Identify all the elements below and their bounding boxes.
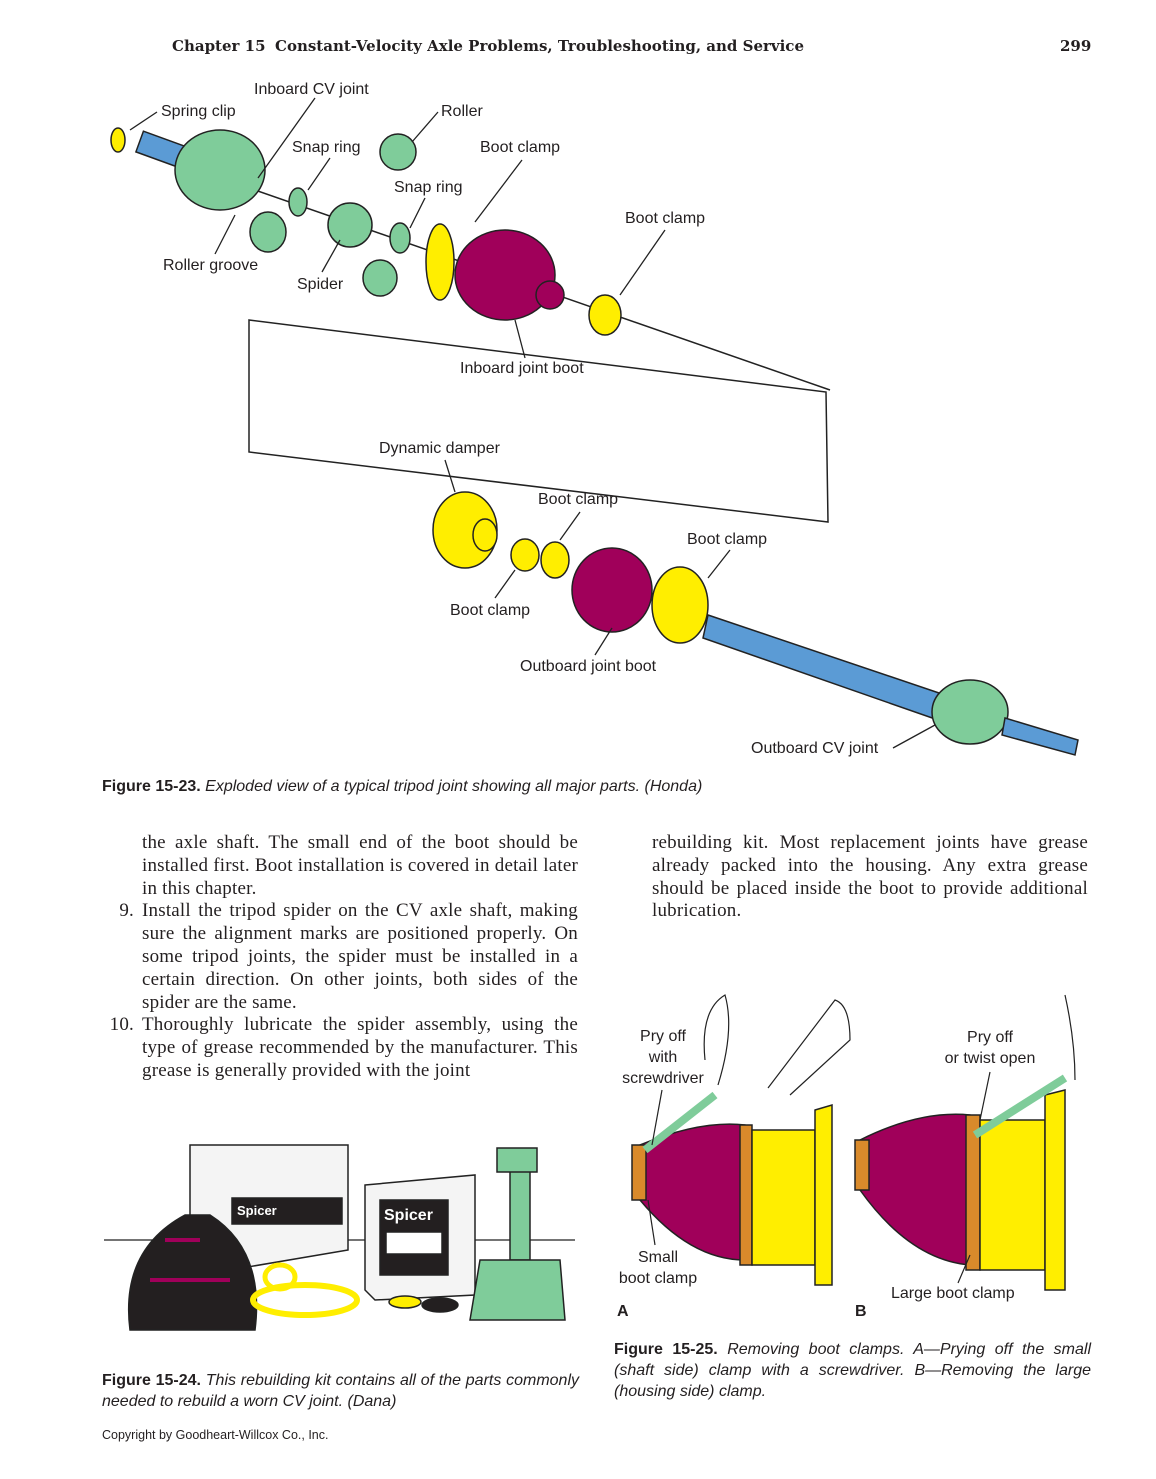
label-line: Small xyxy=(637,1249,678,1266)
large-boot-clamp xyxy=(965,1114,981,1271)
boot-b xyxy=(859,1113,971,1266)
step-text: Install the tripod spider on the CV axle… xyxy=(142,900,578,1013)
inboard-joint-boot xyxy=(454,229,556,321)
step-number: 9. xyxy=(119,900,134,922)
label-snap-ring: Snap ring xyxy=(394,179,463,196)
roller-3 xyxy=(362,259,398,297)
outboard-cv-joint xyxy=(931,679,1009,745)
figure-15-23-caption: Figure 15-23. Exploded view of a typical… xyxy=(102,776,1002,797)
chapter-number: Chapter 15 xyxy=(172,37,266,55)
label-small-boot-clamp: Small boot clamp xyxy=(608,1247,708,1289)
label-dynamic-damper: Dynamic damper xyxy=(379,440,500,457)
snap-ring xyxy=(421,1297,459,1313)
label-line: boot clamp xyxy=(618,1270,698,1287)
roller-1 xyxy=(249,211,287,253)
label-spider: Spider xyxy=(297,276,344,293)
panel-label-a: A xyxy=(617,1303,629,1320)
step-9: 9. Install the tripod spider on the CV a… xyxy=(119,900,578,1014)
spicer-logo: Spicer xyxy=(237,1203,277,1218)
boot-a xyxy=(639,1123,746,1261)
kit-box-small xyxy=(364,1174,476,1301)
outer-cv-joint xyxy=(469,1259,566,1321)
boot-clamp-3 xyxy=(510,538,540,572)
label-line: screwdriver xyxy=(622,1070,704,1087)
boot-clamp-1 xyxy=(425,223,455,301)
label-pry-off-or-twist-open: Pry off or twist open xyxy=(935,1027,1045,1069)
chapter-title: Constant-Velocity Axle Problems, Trouble… xyxy=(275,37,804,55)
cv-boot xyxy=(127,1214,258,1331)
body-right-column: rebuilding kit. Most replacement joints … xyxy=(652,832,1088,923)
caption-text: Exploded view of a typical tripod joint … xyxy=(205,778,703,795)
boot-clamp-4 xyxy=(540,541,570,579)
boot-clamp-large xyxy=(250,1282,360,1318)
page-number: 299 xyxy=(1060,37,1092,55)
label-boot-clamp: Boot clamp xyxy=(687,531,768,548)
plane-outline xyxy=(248,319,829,523)
boot-clamp-5 xyxy=(651,566,709,644)
caption-label: Figure 15-25. xyxy=(614,1341,718,1358)
step-text: Thoroughly lubricate the spider assembly… xyxy=(142,1014,578,1081)
label-roller: Roller xyxy=(441,103,483,120)
label-line: Pry off xyxy=(967,1029,1013,1046)
label-boot-clamp: Boot clamp xyxy=(480,139,561,156)
label-roller-groove: Roller groove xyxy=(163,257,259,274)
paragraph: rebuilding kit. Most replacement joints … xyxy=(652,832,1088,922)
caption-text: Removing boot clamps. A—Prying off the s… xyxy=(614,1341,1092,1400)
washer xyxy=(388,1295,422,1309)
axle-nut xyxy=(496,1147,538,1173)
spider xyxy=(327,202,373,248)
small-boot-clamp xyxy=(631,1144,647,1201)
outboard-joint-boot xyxy=(571,547,653,633)
axle-shaft xyxy=(702,614,946,721)
figure-15-24-caption: Figure 15-24. This rebuilding kit contai… xyxy=(102,1370,579,1412)
step-number: 10. xyxy=(109,1014,134,1036)
label-boot-clamp: Boot clamp xyxy=(450,602,531,619)
label-outboard-joint-boot: Outboard joint boot xyxy=(520,658,657,675)
label-line: or twist open xyxy=(944,1050,1036,1067)
label-inboard-cv-joint: Inboard CV joint xyxy=(254,81,369,98)
label-snap-ring: Snap ring xyxy=(292,139,361,156)
label-line: Pry off xyxy=(640,1028,686,1045)
label-large-boot-clamp: Large boot clamp xyxy=(891,1285,1015,1302)
paragraph: the axle shaft. The small end of the boo… xyxy=(142,832,578,899)
label-spring-clip: Spring clip xyxy=(161,103,236,120)
screwdriver xyxy=(642,1091,718,1154)
body-left-column: the axle shaft. The small end of the boo… xyxy=(110,832,578,1083)
spring-clip xyxy=(110,127,126,153)
inboard-cv-joint xyxy=(174,129,266,211)
hand-a-fingers xyxy=(767,999,851,1096)
label-boot-clamp: Boot clamp xyxy=(625,210,706,227)
pry-tool xyxy=(972,1074,1068,1139)
roller-2 xyxy=(379,133,417,171)
caption-label: Figure 15-24. xyxy=(102,1372,202,1389)
label-boot-clamp: Boot clamp xyxy=(538,491,619,508)
boot-clamp-2 xyxy=(588,294,622,336)
step-10: 10. Thoroughly lubricate the spider asse… xyxy=(110,1014,578,1082)
housing-b xyxy=(979,1119,1046,1271)
snap-ring-2 xyxy=(389,222,411,254)
caption-label: Figure 15-23. xyxy=(102,778,201,795)
panel-label-b: B xyxy=(855,1303,867,1320)
figure-15-25-caption: Figure 15-25. Removing boot clamps. A—Pr… xyxy=(614,1339,1091,1402)
outer-joint-stem xyxy=(509,1169,531,1261)
caption-text: This rebuilding kit contains all of the … xyxy=(102,1372,580,1410)
snap-ring-1 xyxy=(288,187,308,217)
copyright-notice: Copyright by Goodheart-Willcox Co., Inc. xyxy=(102,1428,329,1442)
boot-clamp-small xyxy=(262,1262,298,1292)
label-outboard-cv-joint: Outboard CV joint xyxy=(751,740,879,757)
spicer-logo: Spicer xyxy=(384,1207,433,1224)
label-line: with xyxy=(648,1049,678,1066)
figure-15-23-illustration xyxy=(110,97,1079,756)
label-pry-off-with-screwdriver: Pry off with screwdriver xyxy=(613,1026,713,1089)
label-inboard-joint-boot: Inboard joint boot xyxy=(460,360,584,377)
housing-a xyxy=(751,1129,816,1266)
